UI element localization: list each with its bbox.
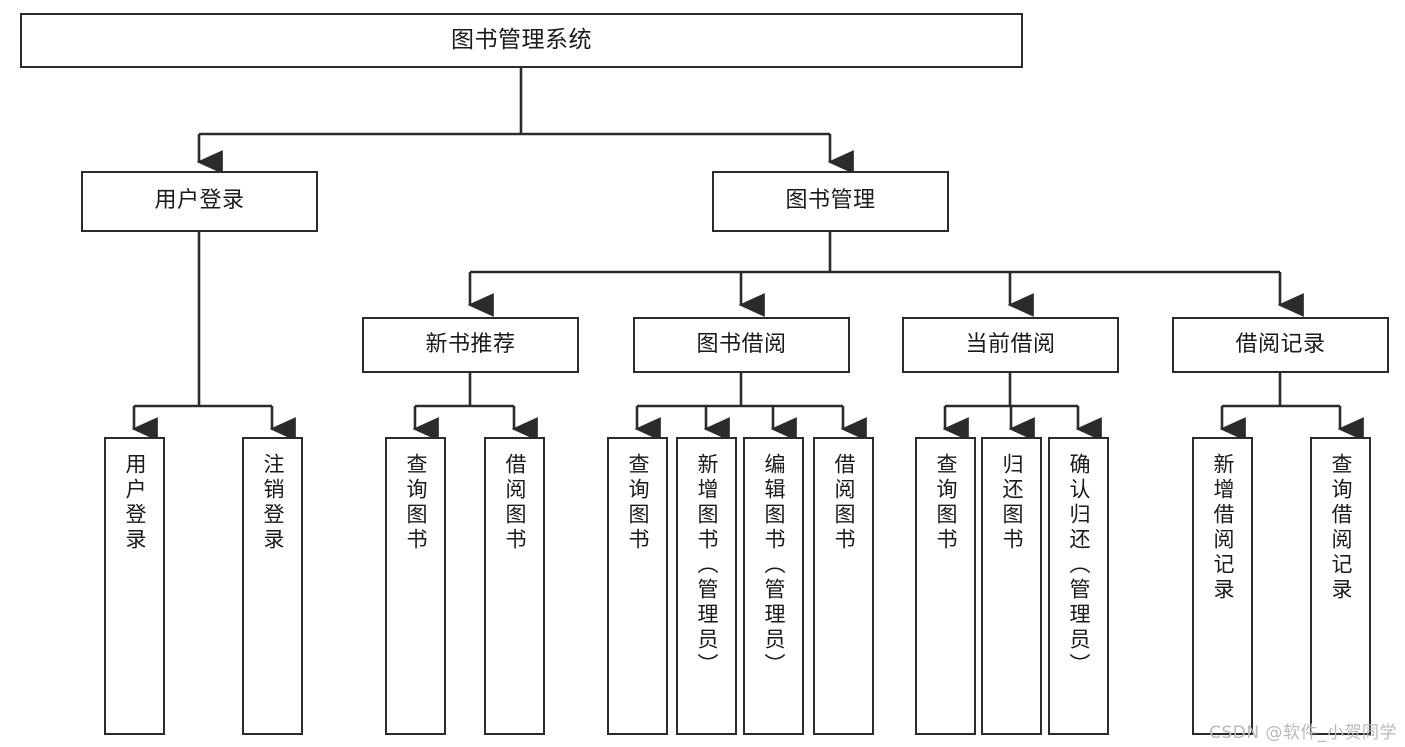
node-label: 借阅图书 [503, 453, 527, 553]
leaf-logout[interactable]: 注销登录 [242, 437, 303, 735]
node-label: 图书管理系统 [451, 26, 592, 53]
node-root-system[interactable]: 图书管理系统 [20, 13, 1023, 68]
leaf-add-book-admin[interactable]: 新增图书（管理员） [676, 437, 737, 735]
leaf-query-book-current[interactable]: 查询图书 [915, 437, 976, 735]
node-label: 注销登录 [261, 453, 285, 553]
node-user-login[interactable]: 用户登录 [81, 171, 318, 232]
node-label: 新增图书（管理员） [695, 453, 719, 678]
node-label: 用户登录 [123, 453, 147, 553]
node-label: 查询图书 [934, 453, 958, 553]
node-borrow-record[interactable]: 借阅记录 [1172, 317, 1389, 373]
node-label: 当前借阅 [965, 331, 1056, 357]
leaf-query-book-borrow[interactable]: 查询图书 [607, 437, 668, 735]
node-label: 编辑图书（管理员） [762, 453, 786, 678]
leaf-user-login[interactable]: 用户登录 [104, 437, 165, 735]
leaf-borrow-book[interactable]: 借阅图书 [813, 437, 874, 735]
watermark-text: CSDN @软件_小贺同学 [1209, 723, 1397, 743]
leaf-query-borrow-record[interactable]: 查询借阅记录 [1310, 437, 1371, 735]
node-new-book-recommend[interactable]: 新书推荐 [362, 317, 579, 373]
leaf-return-book[interactable]: 归还图书 [981, 437, 1042, 735]
node-label: 查询借阅记录 [1329, 453, 1353, 603]
node-label: 查询图书 [404, 453, 428, 553]
node-book-management[interactable]: 图书管理 [712, 171, 949, 232]
node-label: 确认归还（管理员） [1067, 453, 1091, 678]
leaf-add-borrow-record[interactable]: 新增借阅记录 [1192, 437, 1253, 735]
node-label: 新增借阅记录 [1211, 453, 1235, 603]
leaf-confirm-return-admin[interactable]: 确认归还（管理员） [1048, 437, 1109, 735]
node-label: 查询图书 [626, 453, 650, 553]
leaf-borrow-book-recommend[interactable]: 借阅图书 [484, 437, 545, 735]
node-label: 图书管理 [785, 188, 876, 214]
node-label: 归还图书 [1000, 453, 1024, 553]
node-current-borrow[interactable]: 当前借阅 [902, 317, 1119, 373]
node-label: 借阅记录 [1235, 331, 1326, 357]
node-label: 借阅图书 [832, 453, 856, 553]
node-label: 新书推荐 [425, 331, 516, 357]
leaf-query-book-recommend[interactable]: 查询图书 [385, 437, 446, 735]
node-book-borrow[interactable]: 图书借阅 [633, 317, 850, 373]
leaf-edit-book-admin[interactable]: 编辑图书（管理员） [743, 437, 804, 735]
node-label: 用户登录 [154, 188, 245, 214]
node-label: 图书借阅 [696, 331, 787, 357]
